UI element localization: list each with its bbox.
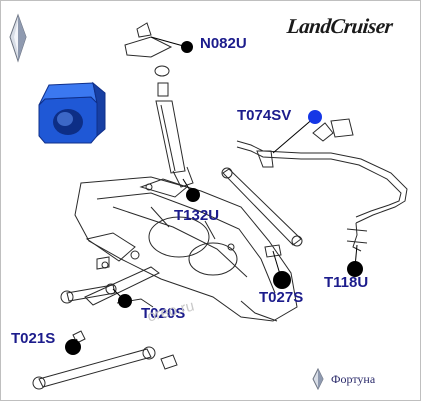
- leader-lines: [72, 36, 358, 348]
- part-label-t132u: T132U: [174, 207, 220, 224]
- part-label-t021s: T021S: [11, 330, 56, 347]
- part-label-t027s: T027S: [259, 289, 304, 306]
- marker-t020s: [118, 294, 132, 308]
- marker-n082u: [181, 41, 193, 53]
- marker-t118u: [347, 261, 363, 277]
- diamond-logo-icon: [9, 13, 27, 63]
- part-label-n082u: N082U: [200, 35, 247, 52]
- marker-t021s: [65, 339, 81, 355]
- diamond-footer-icon: [312, 367, 324, 391]
- marker-t074sv: [308, 110, 322, 124]
- footer-brand: Фортуна: [331, 372, 376, 386]
- marker-t132u: [186, 188, 200, 202]
- bushing-icon: [38, 81, 106, 144]
- part-label-t118u: T118U: [324, 274, 369, 291]
- marker-t027s: [273, 271, 291, 289]
- brand-title: LandCruiser: [285, 14, 394, 38]
- part-label-t074sv: T074SV: [237, 107, 292, 124]
- part-label-t020s: T020S: [141, 305, 186, 322]
- linework: [32, 22, 408, 390]
